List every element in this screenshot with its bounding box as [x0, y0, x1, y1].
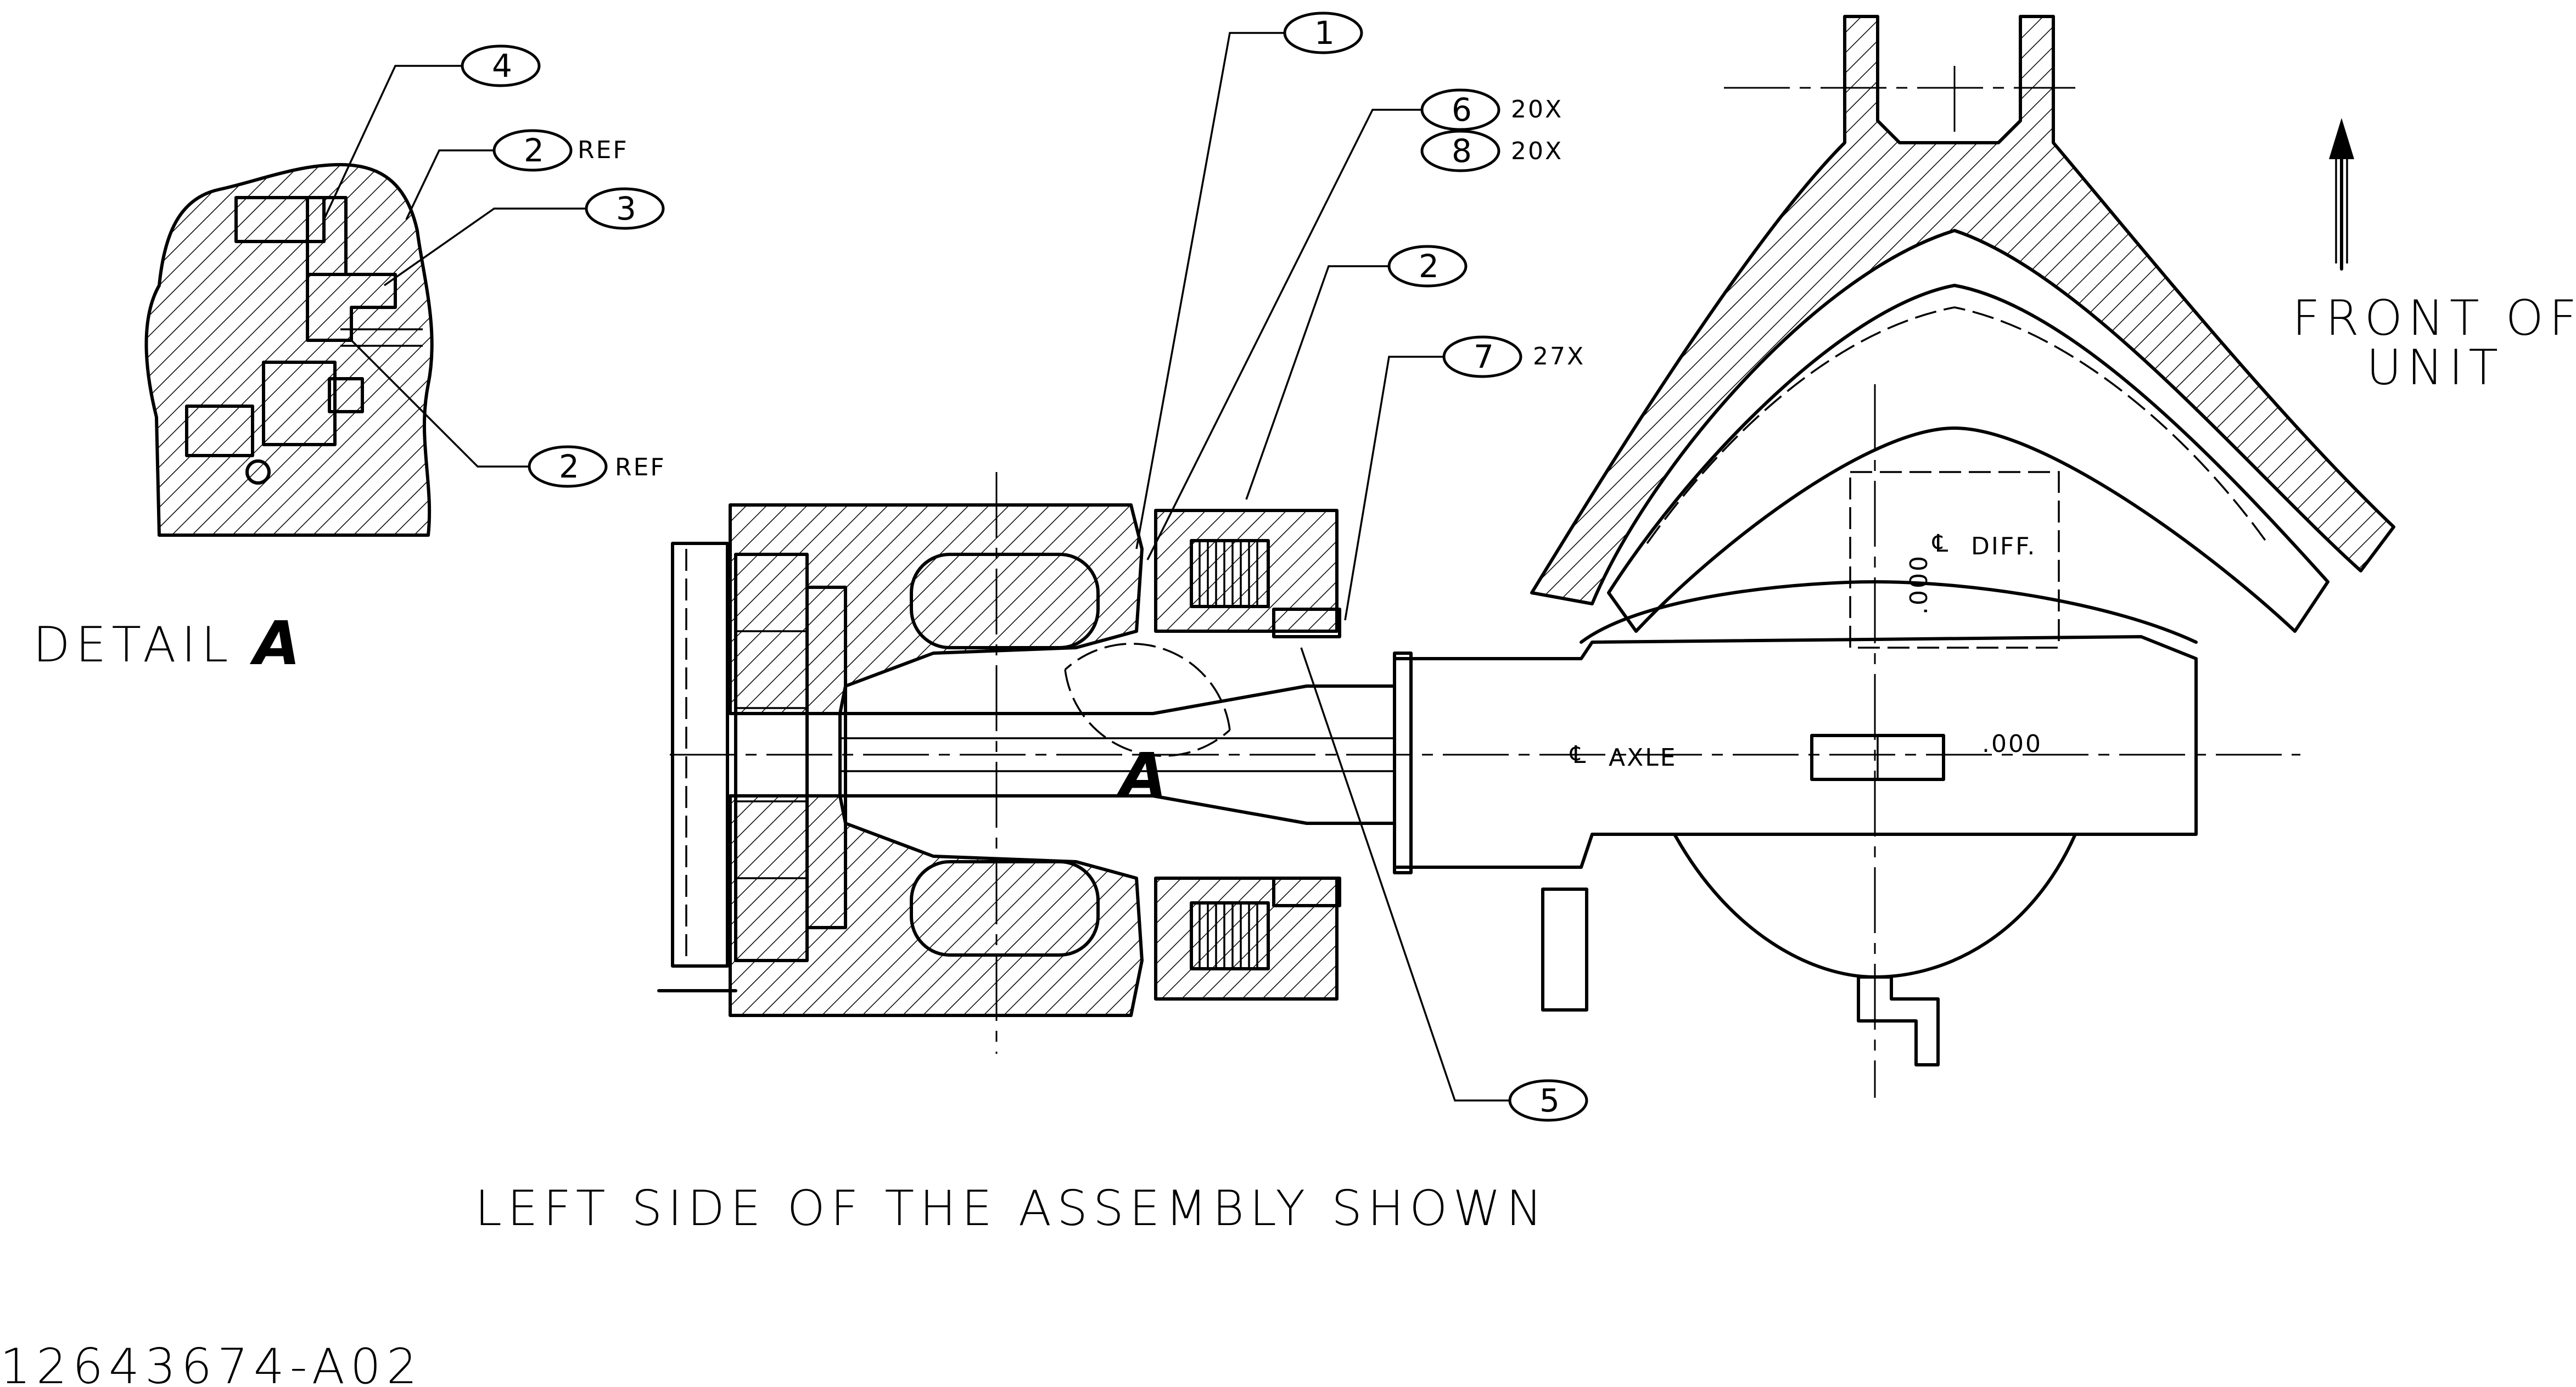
axle-cl-symbol: ℄ — [1570, 741, 1587, 769]
callout-2-ref-top: 2 — [524, 132, 546, 169]
qty-8: 20X — [1511, 137, 1563, 165]
detail-a-seal — [306, 273, 397, 342]
end-plate — [671, 542, 729, 968]
front-of-unit-line1: FRONT OF — [2292, 290, 2576, 346]
callout-1: 1 — [1314, 14, 1337, 52]
cap-screw-upper — [1272, 608, 1341, 638]
callout-6: 6 — [1452, 91, 1474, 128]
detail-a-oring — [245, 459, 271, 485]
detail-a-view — [144, 163, 434, 537]
detail-a-letter: A — [249, 608, 300, 678]
detail-a-housing-section — [144, 163, 434, 537]
drain-plug-boss — [1857, 975, 1940, 1066]
section-a-circle — [1064, 669, 1231, 757]
front-of-unit-line2: UNIT — [2366, 339, 2504, 396]
hub-cavity-upper — [910, 553, 1100, 649]
spacer-ring — [805, 586, 847, 929]
cap-screw-lower — [1272, 877, 1341, 907]
main-assembly-view: A — [657, 15, 2395, 1098]
hub-housing-upper — [729, 503, 1144, 715]
ref-bottom-label: REF — [615, 453, 666, 481]
brake-pack-upper — [1154, 509, 1339, 633]
friction-discs-lower — [1190, 901, 1270, 970]
detail-a-bearing — [262, 361, 337, 446]
callout-8: 8 — [1452, 132, 1474, 170]
friction-discs-upper — [1190, 539, 1270, 608]
lower-mount-bracket — [1541, 888, 1588, 1012]
diff-dimension: .000 — [1905, 554, 1933, 615]
diff-carrier-outline — [1849, 471, 2060, 649]
ref-top-label: REF — [578, 136, 629, 164]
hub-cavity-lower — [910, 860, 1100, 957]
detail-a-label: DETAIL — [33, 616, 233, 673]
detail-a-pin — [185, 405, 254, 457]
diff-cl-symbol: ℄ — [1932, 530, 1950, 558]
brake-pack-lower — [1154, 877, 1339, 1001]
drawing-number: 12643674-A02 — [0, 1338, 423, 1387]
callout-4: 4 — [492, 47, 514, 85]
callout-2-ref-bottom: 2 — [559, 448, 581, 485]
callout-2: 2 — [1419, 248, 1441, 285]
axle-dimension: .000 — [1982, 730, 2042, 758]
section-a-marker: A — [1116, 740, 1167, 810]
diff-housing — [1580, 580, 2198, 644]
front-arrow-icon — [2329, 118, 2354, 271]
view-caption: LEFT SIDE OF THE ASSEMBLY SHOWN — [475, 1180, 1548, 1237]
qty-6: 20X — [1511, 96, 1563, 123]
yoke-inner-web — [1607, 284, 2329, 633]
qty-7: 27X — [1533, 342, 1585, 370]
callout-8-bubble — [1420, 130, 1500, 172]
callout-3: 3 — [616, 190, 639, 227]
yoke-frame — [1530, 15, 2395, 605]
axle-label: AXLE — [1609, 744, 1677, 772]
callout-7: 7 — [1474, 338, 1496, 375]
callout-5: 5 — [1539, 1082, 1562, 1119]
diff-label: DIFF. — [1971, 532, 2036, 560]
axle-tube — [1393, 635, 2198, 869]
detail-a-washer — [328, 377, 364, 413]
hub-housing-lower — [729, 794, 1144, 1017]
